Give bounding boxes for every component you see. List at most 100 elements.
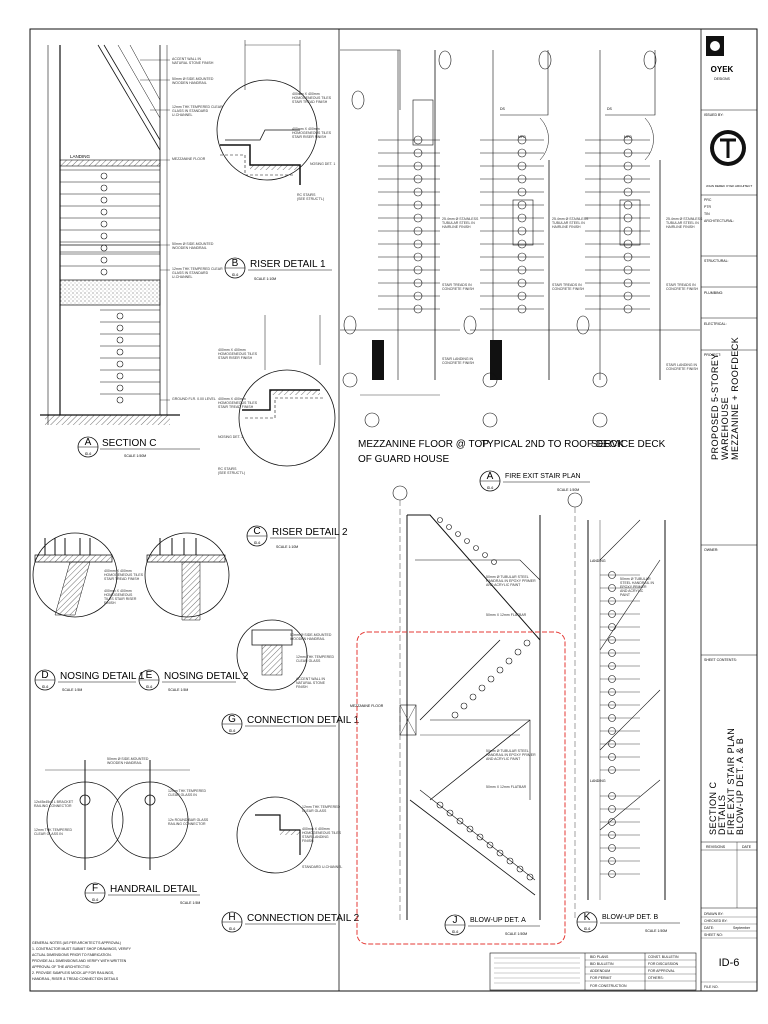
- section-c-title: A ID-6 SECTION C SCALE 1:50M: [77, 436, 200, 458]
- svg-text:A: A: [85, 437, 92, 448]
- title-block: OYEK DESIGNS ISSUED BY: JOHN DEREK OYEK …: [701, 36, 757, 989]
- svg-text:SERVICE DECK: SERVICE DECK: [591, 439, 666, 450]
- svg-text:400mm X 400mm: 400mm X 400mm: [292, 127, 320, 131]
- svg-text:FOR PERMIT: FOR PERMIT: [590, 976, 612, 980]
- svg-text:HOMOGENEOUS TILES: HOMOGENEOUS TILES: [218, 352, 258, 356]
- svg-text:BLOW-UP DET. A & B: BLOW-UP DET. A & B: [735, 738, 745, 835]
- svg-text:HANDRAIL IN EPOXY PRIMER: HANDRAIL IN EPOXY PRIMER: [486, 579, 536, 583]
- svg-text:HOMOGENEOUS: HOMOGENEOUS: [104, 593, 133, 597]
- svg-text:HANDRAIL IN EPOXY PRIMER: HANDRAIL IN EPOXY PRIMER: [486, 753, 536, 757]
- svg-text:NOSING DETAIL 2: NOSING DETAIL 2: [164, 671, 249, 682]
- svg-text:GLASS IN STANDARD: GLASS IN STANDARD: [172, 109, 209, 113]
- svg-text:STAIR RISER FINISH: STAIR RISER FINISH: [218, 356, 253, 360]
- svg-text:STAIR LANDING: STAIR LANDING: [302, 835, 329, 839]
- svg-text:HAIRLINE FINISH: HAIRLINE FINISH: [666, 225, 695, 229]
- svg-text:FIRE EXIT STAIR PLAN: FIRE EXIT STAIR PLAN: [726, 728, 736, 835]
- svg-text:DRAWN BY:: DRAWN BY:: [704, 912, 724, 916]
- svg-text:OTHERS:: OTHERS:: [648, 976, 664, 980]
- svg-text:400mm X 400mm: 400mm X 400mm: [104, 589, 132, 593]
- svg-text:50mm Ø TUBULAR STEEL: 50mm Ø TUBULAR STEEL: [486, 575, 529, 579]
- svg-text:FIRE EXIT STAIR PLAN: FIRE EXIT STAIR PLAN: [505, 473, 581, 480]
- svg-text:PTR: PTR: [704, 205, 711, 209]
- svg-text:FOR APPROVAL: FOR APPROVAL: [648, 969, 675, 973]
- svg-text:CLEAR GLASS IN: CLEAR GLASS IN: [34, 832, 63, 836]
- sheet-id: ID-6: [719, 957, 740, 969]
- svg-text:LANDING: LANDING: [590, 559, 606, 563]
- svg-text:H: H: [228, 912, 235, 923]
- svg-text:SHEET NO:: SHEET NO:: [704, 933, 723, 937]
- svg-text:EPOXY PRIMER: EPOXY PRIMER: [620, 585, 647, 589]
- svg-text:FINISH: FINISH: [296, 685, 308, 689]
- svg-text:CLEAR GLASS: CLEAR GLASS: [302, 809, 327, 813]
- svg-text:September: September: [733, 926, 751, 930]
- svg-text:CHECKED BY:: CHECKED BY:: [704, 919, 728, 923]
- blowup-b-title: K ID-6 BLOW-UP DET. B SCALE 1:50M: [576, 911, 680, 933]
- svg-text:TIN: TIN: [704, 212, 710, 216]
- svg-text:12mm THK TEMPERED: 12mm THK TEMPERED: [168, 789, 206, 793]
- svg-text:12mm THK TEMPERED: 12mm THK TEMPERED: [302, 805, 340, 809]
- svg-text:RAILING CONNECTOR: RAILING CONNECTOR: [168, 822, 206, 826]
- svg-text:ID-6: ID-6: [146, 685, 153, 689]
- svg-text:APPROVAL OF THE ARCHITECT/ID: APPROVAL OF THE ARCHITECT/ID: [32, 965, 90, 969]
- svg-text:STAIR TREAD FINISH: STAIR TREAD FINISH: [104, 577, 140, 581]
- svg-text:K: K: [584, 912, 591, 923]
- svg-text:12mm THK TEMPERED CLEAR: 12mm THK TEMPERED CLEAR: [172, 267, 223, 271]
- svg-text:CONCRETE FINISH: CONCRETE FINISH: [552, 287, 585, 291]
- svg-text:SCALE 1:5M: SCALE 1:5M: [168, 688, 188, 692]
- plan-labels: MEZZANINE FLOOR @ TOP OF GUARD HOUSE TYP…: [358, 439, 666, 465]
- svg-text:AND ACRYLIC PAINT: AND ACRYLIC PAINT: [486, 757, 521, 761]
- svg-text:CONNECTION DETAIL 1: CONNECTION DETAIL 1: [247, 715, 360, 726]
- svg-text:HOMOGENEOUS TILES: HOMOGENEOUS TILES: [302, 831, 342, 835]
- svg-text:ACCENT WALL IN: ACCENT WALL IN: [296, 677, 326, 681]
- svg-text:25.4mm Ø STAINLESS: 25.4mm Ø STAINLESS: [442, 217, 479, 221]
- svg-text:MPD: MPD: [624, 135, 632, 139]
- svg-text:WOODEN HANDRAIL: WOODEN HANDRAIL: [172, 81, 207, 85]
- svg-text:SCALE 1:5M: SCALE 1:5M: [180, 901, 200, 905]
- svg-text:GLASS IN STANDARD: GLASS IN STANDARD: [172, 271, 209, 275]
- svg-text:HOMOGENEOUS TILES: HOMOGENEOUS TILES: [104, 573, 144, 577]
- svg-text:50mm Ø SIDE-MOUNTED: 50mm Ø SIDE-MOUNTED: [172, 77, 214, 81]
- svg-text:TUBULAR STEEL IN: TUBULAR STEEL IN: [666, 221, 699, 225]
- svg-text:RC STAIRS: RC STAIRS: [297, 193, 316, 197]
- svg-text:STRUCTURAL:: STRUCTURAL:: [704, 259, 729, 263]
- svg-text:RAILING CONNECTOR: RAILING CONNECTOR: [34, 804, 72, 808]
- svg-text:BLOW-UP DET. A: BLOW-UP DET. A: [470, 917, 526, 924]
- sheet-contents: SECTION C DETAILS FIRE EXIT STAIR PLAN B…: [708, 728, 745, 835]
- project-title: PROPOSED 5-STOREY WAREHOUSE MEZZANINE + …: [710, 337, 740, 460]
- svg-text:PRC: PRC: [704, 198, 712, 202]
- svg-text:NOSING DET. 2: NOSING DET. 2: [218, 435, 243, 439]
- svg-text:MPD: MPD: [518, 135, 526, 139]
- sheet-border: [29, 28, 758, 992]
- svg-text:OF GUARD HOUSE: OF GUARD HOUSE: [358, 454, 449, 465]
- svg-text:ISSUED BY:: ISSUED BY:: [704, 113, 723, 117]
- svg-text:PLUMBING:: PLUMBING:: [704, 291, 723, 295]
- svg-text:STEEL HANDRAIL IN: STEEL HANDRAIL IN: [620, 581, 654, 585]
- svg-text:ID-6: ID-6: [232, 273, 239, 277]
- svg-text:ID-6: ID-6: [85, 452, 92, 456]
- svg-text:CONST. BULLETIN: CONST. BULLETIN: [648, 955, 679, 959]
- svg-text:50mm Ø TUBULAR: 50mm Ø TUBULAR: [620, 577, 651, 581]
- svg-text:BID PLANS: BID PLANS: [590, 955, 609, 959]
- svg-text:FOR CONSTRUCTION: FOR CONSTRUCTION: [590, 984, 627, 988]
- svg-text:WOODEN HANDRAIL: WOODEN HANDRAIL: [172, 246, 207, 250]
- svg-text:TYPICAL 2ND TO ROOF DECK: TYPICAL 2ND TO ROOF DECK: [481, 439, 624, 450]
- svg-text:LANDING: LANDING: [590, 779, 606, 783]
- svg-text:12mm THK TEMPERED CLEAR: 12mm THK TEMPERED CLEAR: [172, 105, 223, 109]
- svg-text:SCALE 1:50M: SCALE 1:50M: [505, 932, 527, 936]
- svg-text:OWNER:: OWNER:: [704, 548, 718, 552]
- svg-text:50mm Ø TUBULAR STEEL: 50mm Ø TUBULAR STEEL: [486, 749, 529, 753]
- svg-text:HANDRAIL, RISER & TREAD CONNEC: HANDRAIL, RISER & TREAD CONNECTION DETAI…: [32, 977, 119, 981]
- svg-text:400mm X 400mm: 400mm X 400mm: [218, 397, 246, 401]
- svg-text:MEZZANINE FLOOR: MEZZANINE FLOOR: [350, 704, 384, 708]
- svg-text:ADDENDUM: ADDENDUM: [590, 969, 610, 973]
- section-c-landing-label: LANDING: [70, 154, 91, 159]
- svg-text:BLOW-UP DET. B: BLOW-UP DET. B: [602, 914, 658, 921]
- svg-text:NATURAL STONE: NATURAL STONE: [296, 681, 326, 685]
- svg-text:STAIR TREADS IN: STAIR TREADS IN: [666, 283, 696, 287]
- svg-text:CONNECTION DETAIL 2: CONNECTION DETAIL 2: [247, 913, 360, 924]
